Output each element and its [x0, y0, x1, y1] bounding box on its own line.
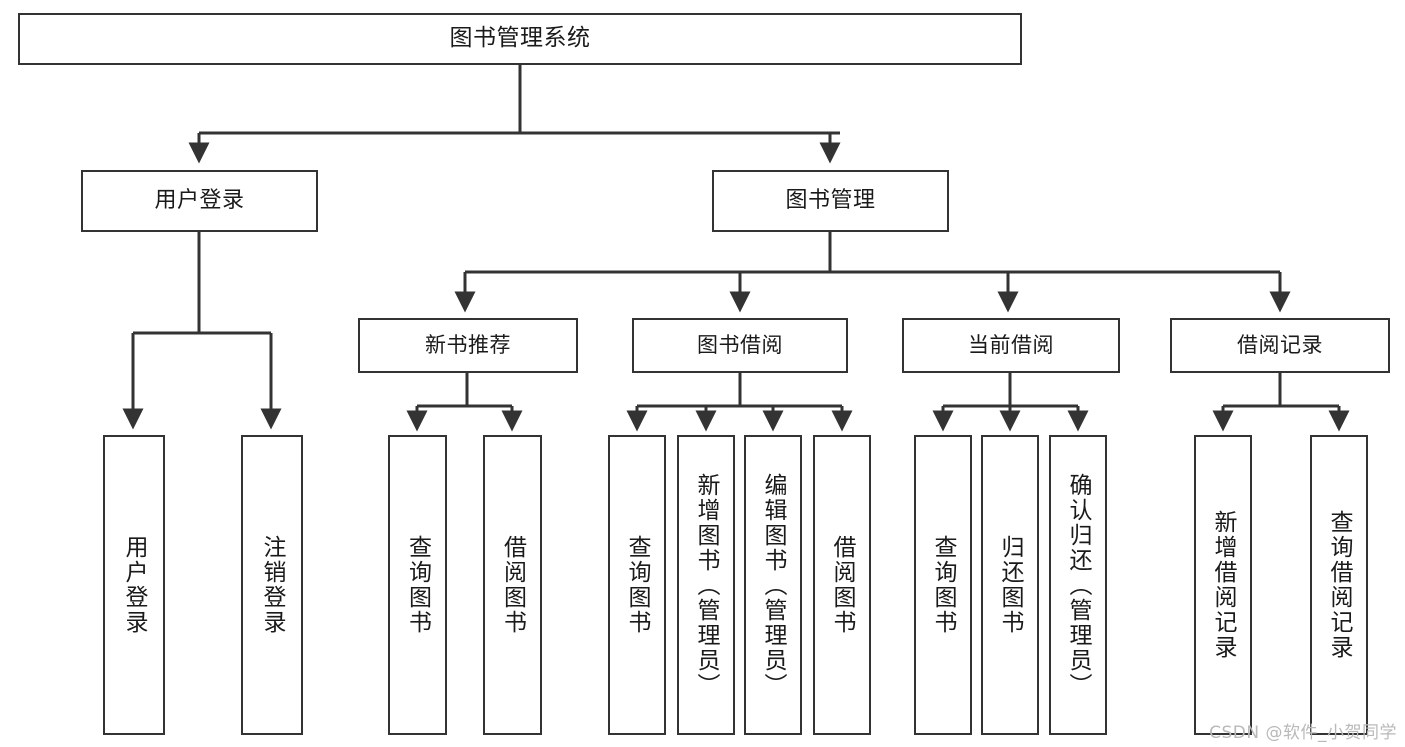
node-leaf-add-book[interactable]: 新增图书（管理员） — [677, 435, 735, 735]
node-leaf-query-record-label: 查询借阅记录 — [1326, 510, 1353, 660]
node-leaf-return-book[interactable]: 归还图书 — [981, 435, 1039, 735]
node-leaf-borrow-book-2[interactable]: 借阅图书 — [813, 435, 871, 735]
node-new-book-recommend-label: 新书推荐 — [425, 333, 511, 358]
node-leaf-edit-book-label: 编辑图书（管理员） — [760, 472, 787, 698]
node-leaf-query-book-2[interactable]: 查询图书 — [608, 435, 666, 735]
node-leaf-confirm-return-label: 确认归还（管理员） — [1065, 472, 1092, 698]
node-leaf-return-book-label: 归还图书 — [997, 535, 1024, 635]
node-leaf-query-book-2-label: 查询图书 — [624, 535, 651, 635]
node-leaf-borrow-book-1-label: 借阅图书 — [499, 535, 526, 635]
node-book-management-label: 图书管理 — [785, 188, 876, 214]
node-book-management[interactable]: 图书管理 — [712, 170, 949, 232]
node-current-borrow-label: 当前借阅 — [968, 333, 1054, 358]
node-user-login-label: 用户登录 — [154, 188, 245, 214]
node-leaf-add-record[interactable]: 新增借阅记录 — [1194, 435, 1252, 735]
node-leaf-user-logout[interactable]: 注销登录 — [241, 435, 303, 735]
csdn-watermark: CSDN @软件_小贺同学 — [1209, 723, 1397, 743]
node-leaf-query-record[interactable]: 查询借阅记录 — [1310, 435, 1368, 735]
node-leaf-borrow-book-1[interactable]: 借阅图书 — [483, 435, 542, 735]
node-root-system-label: 图书管理系统 — [449, 25, 591, 52]
node-root-system[interactable]: 图书管理系统 — [18, 13, 1022, 65]
node-leaf-user-logout-label: 注销登录 — [259, 535, 286, 635]
node-leaf-add-record-label: 新增借阅记录 — [1210, 510, 1237, 660]
node-current-borrow[interactable]: 当前借阅 — [902, 318, 1120, 373]
node-leaf-query-book-1[interactable]: 查询图书 — [388, 435, 447, 735]
node-leaf-confirm-return[interactable]: 确认归还（管理员） — [1049, 435, 1107, 735]
node-leaf-borrow-book-2-label: 借阅图书 — [829, 535, 856, 635]
node-leaf-user-login-label: 用户登录 — [121, 535, 148, 635]
node-borrow-record[interactable]: 借阅记录 — [1170, 318, 1390, 373]
node-borrow-record-label: 借阅记录 — [1237, 333, 1323, 358]
node-user-login[interactable]: 用户登录 — [81, 170, 318, 232]
node-book-borrow[interactable]: 图书借阅 — [632, 318, 848, 373]
node-leaf-add-book-label: 新增图书（管理员） — [693, 472, 720, 698]
node-leaf-query-book-1-label: 查询图书 — [404, 535, 431, 635]
node-leaf-edit-book[interactable]: 编辑图书（管理员） — [744, 435, 802, 735]
node-leaf-user-login[interactable]: 用户登录 — [103, 435, 165, 735]
node-leaf-query-book-3[interactable]: 查询图书 — [914, 435, 972, 735]
node-new-book-recommend[interactable]: 新书推荐 — [358, 318, 578, 373]
node-leaf-query-book-3-label: 查询图书 — [930, 535, 957, 635]
node-book-borrow-label: 图书借阅 — [697, 333, 783, 358]
